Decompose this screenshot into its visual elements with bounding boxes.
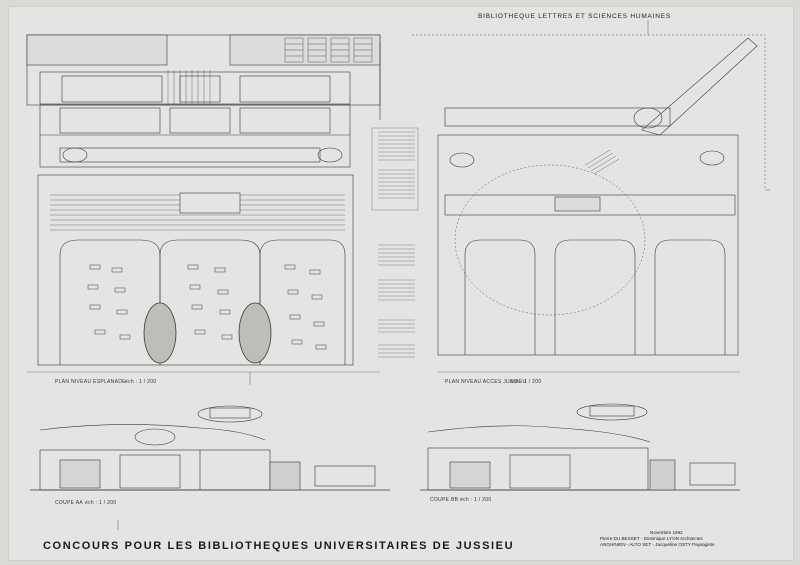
plan-left-scale: éch : 1 / 200 xyxy=(125,379,157,385)
credits-team: ANGHINIEN - ALTO SET - Jacqueline OSTY P… xyxy=(600,542,715,547)
credits-block: Novembre 1992 Pierre DU BESSET - Dominiq… xyxy=(600,530,715,548)
section-left-scale: éch : 1 / 200 xyxy=(85,500,117,506)
credits-date: Novembre 1992 xyxy=(650,530,683,535)
plan-right-caption: PLAN NIVEAU ACCES JUSSIEU xyxy=(445,379,527,385)
legend-column xyxy=(371,127,419,358)
section-right-scale: éch : 1 / 200 xyxy=(460,497,492,503)
competition-title: CONCOURS POUR LES BIBLIOTHEQUES UNIVERSI… xyxy=(43,540,515,552)
section-aa xyxy=(30,405,390,491)
section-bb xyxy=(420,403,740,491)
plan-left-caption: PLAN NIVEAU ESPLANADE xyxy=(55,379,126,385)
section-left-caption: COUPE AA xyxy=(55,500,83,506)
plan-right-scale: éch : 1 / 200 xyxy=(510,379,542,385)
plan-esplanade xyxy=(26,34,381,373)
sheet-header-title: BIBLIOTHEQUE LETTRES ET SCIENCES HUMAINE… xyxy=(478,13,672,20)
credits-architects: Pierre DU BESSET - Dominique LYON Archit… xyxy=(600,536,703,541)
section-right-caption: COUPE BB xyxy=(430,497,459,503)
plan-acces-jussieu xyxy=(412,34,766,373)
